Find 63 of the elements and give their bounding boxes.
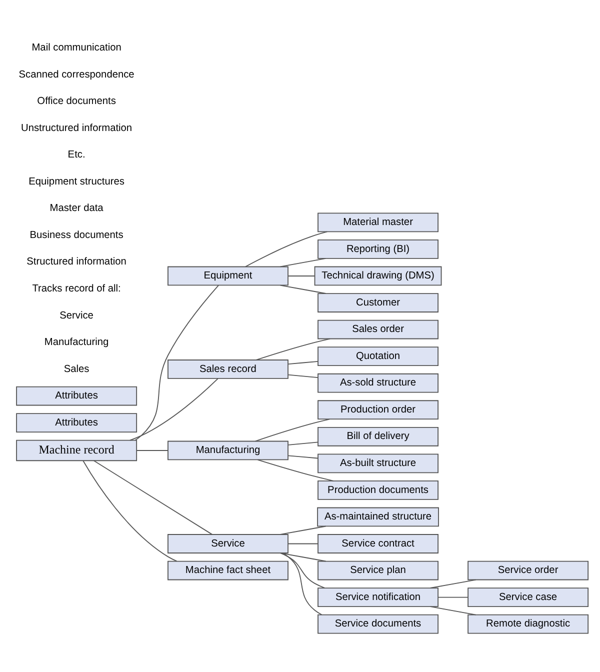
connector [288,455,318,459]
label: Tracks record of all: [32,283,121,294]
node-box: Service case [468,588,589,607]
node-box: Quotation [318,346,438,366]
node-box: Production order [318,400,438,420]
label: Equipment structures [28,176,124,188]
connector [129,378,218,441]
connector [136,450,168,451]
connector [134,284,219,441]
connector [280,284,326,294]
connector [254,418,330,442]
node-box: Machine fact sheet [168,560,288,580]
connector [82,460,178,562]
node-box: Service order [468,560,589,580]
node-box: Sales order [318,320,438,340]
label: Master data [50,203,104,214]
node-box: Production documents [318,480,438,500]
label: Manufacturing [44,337,109,348]
label: Etc. [68,150,86,161]
connector [280,258,326,268]
connector [256,338,330,360]
label: Service [60,310,94,322]
node-box: Equipment [168,266,288,286]
node-box: Material master [318,212,438,232]
label: Office documents [37,96,116,108]
node-box: Attributes [16,386,138,406]
connector [288,442,318,446]
node-box: Bill of delivery [318,426,438,446]
label: Business documents [30,230,124,241]
node-box: Service contract [318,534,438,554]
label: Scanned correspondence [18,69,134,80]
node-box: Customer [318,293,438,312]
node-box: Reporting (BI) [318,240,438,259]
node-box: Manufacturing [168,440,288,460]
label: Structured information [26,256,126,268]
connector [245,231,328,268]
node-box: Sales record [168,360,288,379]
node-box: Remote diagnostic [468,614,589,634]
connector [430,606,476,616]
connector [288,361,318,365]
connector [257,459,334,482]
connector [288,374,318,378]
node-box: Service documents [318,614,438,634]
node-box: As-sold structure [318,373,438,393]
connector [280,552,326,588]
connector [288,543,318,544]
label: Mail communication [32,42,122,54]
connector [282,552,322,616]
connector [93,460,213,535]
connector [438,596,468,598]
label: Sales [64,364,90,375]
connector [430,579,476,588]
node-box: Machine record [16,440,138,462]
connector [280,526,326,535]
node-box: Service plan [318,560,438,580]
node-box: Attributes [16,413,138,432]
label: Unstructured information [21,122,132,134]
node-box: Service notification [318,588,438,607]
node-box: Technical drawing (DMS) [314,266,442,286]
node-box: As-maintained structure [317,507,439,527]
connector [280,552,326,562]
node-box: As-built structure [318,454,438,474]
node-box: Service [168,534,288,554]
